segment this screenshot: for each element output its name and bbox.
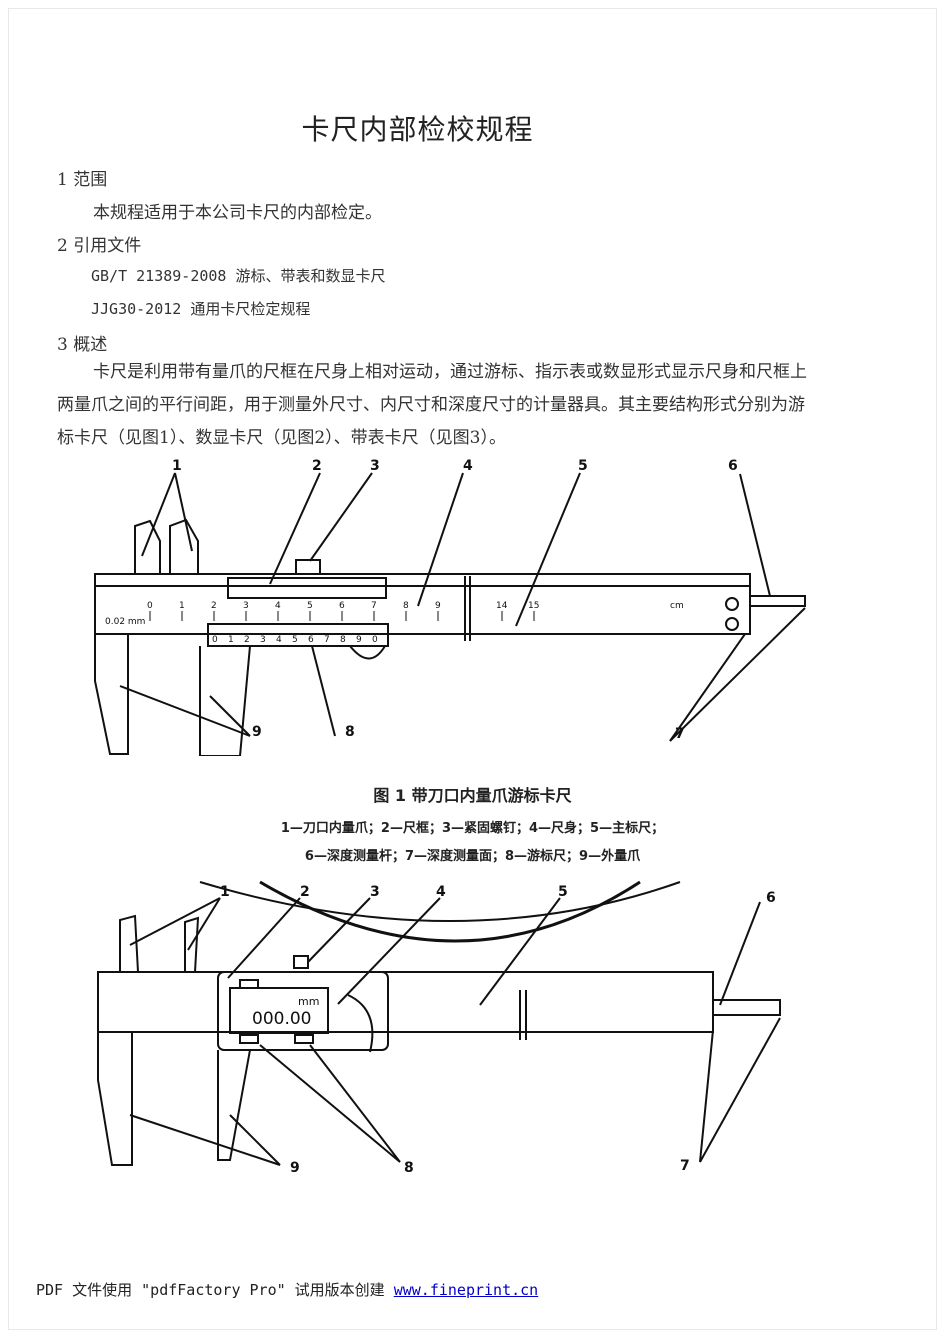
lcd-display: [229, 987, 329, 1034]
inner-jaw-fixed: [119, 914, 139, 973]
section-2-heading: 2 引用文件: [57, 236, 142, 256]
footer-link[interactable]: www.fineprint.cn: [393, 1281, 539, 1299]
callout-1: 1: [172, 458, 182, 474]
vernier-number: 1: [228, 635, 234, 645]
outer-jaw-movable: [199, 645, 251, 756]
figure-1-vernier-caliper: 0.02 mm 0 1 2 3 4 5 6 7 8 9 14 15 cm 0 1…: [94, 458, 806, 756]
callout-4: 4: [436, 884, 446, 900]
pdf-footer: PDF 文件使用 "pdfFactory Pro" 试用版本创建 www.fin…: [36, 1279, 538, 1300]
inner-jaw-movable: [184, 916, 200, 973]
slider-frame: [227, 577, 387, 599]
beam: [94, 573, 751, 635]
section-1-heading: 1 范围: [57, 170, 108, 190]
main-scale-number: 5: [307, 601, 313, 611]
reference-2: JJG30-2012 通用卡尺检定规程: [91, 300, 311, 318]
callout-3: 3: [370, 458, 380, 474]
vernier-number: 4: [276, 635, 282, 645]
main-scale-number: 15: [528, 601, 539, 611]
inner-jaw-fixed: [134, 519, 161, 574]
main-scale-number: 9: [435, 601, 441, 611]
display-unit: mm: [298, 995, 319, 1008]
callout-8: 8: [404, 1160, 414, 1176]
vernier-number: 6: [308, 635, 314, 645]
callout-3: 3: [370, 884, 380, 900]
lock-screw: [295, 559, 321, 575]
unit-label: cm: [670, 601, 684, 611]
main-scale-number: 8: [403, 601, 409, 611]
callout-1: 1: [220, 884, 230, 900]
vernier-number: 8: [340, 635, 346, 645]
vernier-number: 3: [260, 635, 266, 645]
callout-6: 6: [766, 890, 776, 906]
figure-1-caption: 图 1 带刀口内量爪游标卡尺: [373, 786, 572, 805]
figure-1-legend-line-2: 6—深度测量杆；7—深度测量面；8—游标尺；9—外量爪: [304, 849, 641, 864]
callout-5: 5: [578, 458, 588, 474]
depth-rod: [750, 595, 806, 607]
callout-5: 5: [558, 884, 568, 900]
main-scale-number: 3: [243, 601, 249, 611]
main-scale-number: 14: [496, 601, 508, 611]
section-1-text: 本规程适用于本公司卡尺的内部检定。: [93, 203, 382, 223]
main-scale-number: 6: [339, 601, 345, 611]
section-3-text: 卡尺是利用带有量爪的尺框在尺身上相对运动，通过游标、指示表或数显形式显示尺身和尺…: [57, 362, 807, 448]
callout-9: 9: [290, 1160, 300, 1176]
figure-1-legend-line-1: 1—刀口内量爪；2—尺框；3—紧固螺钉；4—尺身；5—主标尺；: [280, 821, 665, 836]
figure-2-digital-caliper: 1 2 3 4 5 6 7 8 9 mm 000.00: [97, 880, 781, 1176]
callout-6: 6: [728, 458, 738, 474]
vernier-number: 5: [292, 635, 298, 645]
main-scale-number: 2: [211, 601, 217, 611]
page-border: [8, 8, 937, 1330]
main-scale-number: 1: [179, 601, 185, 611]
vernier-number: 7: [324, 635, 330, 645]
callout-7: 7: [680, 1158, 690, 1174]
callout-8: 8: [345, 724, 355, 740]
callout-2: 2: [312, 458, 322, 474]
vernier-number: 9: [356, 635, 362, 645]
vernier-number: 0: [212, 635, 218, 645]
page-title: 卡尺内部检校规程: [301, 113, 534, 146]
beam: [97, 971, 714, 1033]
outer-jaw-movable: [217, 1049, 251, 1161]
vernier-scale: [207, 623, 389, 647]
main-scale-number: 4: [275, 601, 281, 611]
callout-4: 4: [463, 458, 473, 474]
inner-jaw-movable: [169, 518, 199, 574]
reference-1: GB/T 21389-2008 游标、带表和数显卡尺: [91, 267, 386, 285]
section-3-heading: 3 概述: [57, 335, 108, 355]
main-scale-number: 7: [371, 601, 377, 611]
depth-rod: [713, 999, 781, 1016]
outer-jaw-fixed: [97, 1032, 133, 1166]
outer-jaw-fixed: [94, 634, 129, 755]
vernier-number: 2: [244, 635, 250, 645]
vernier-number: 0: [372, 635, 378, 645]
digital-frame: [217, 971, 389, 1051]
footer-text: PDF 文件使用 "pdfFactory Pro" 试用版本创建: [36, 1281, 394, 1299]
callout-9: 9: [252, 724, 262, 740]
display-value: 000.00: [252, 1009, 311, 1029]
scale-label: 0.02 mm: [105, 617, 145, 627]
main-scale-number: 0: [147, 601, 153, 611]
callout-7: 7: [675, 726, 685, 742]
callout-2: 2: [300, 884, 310, 900]
